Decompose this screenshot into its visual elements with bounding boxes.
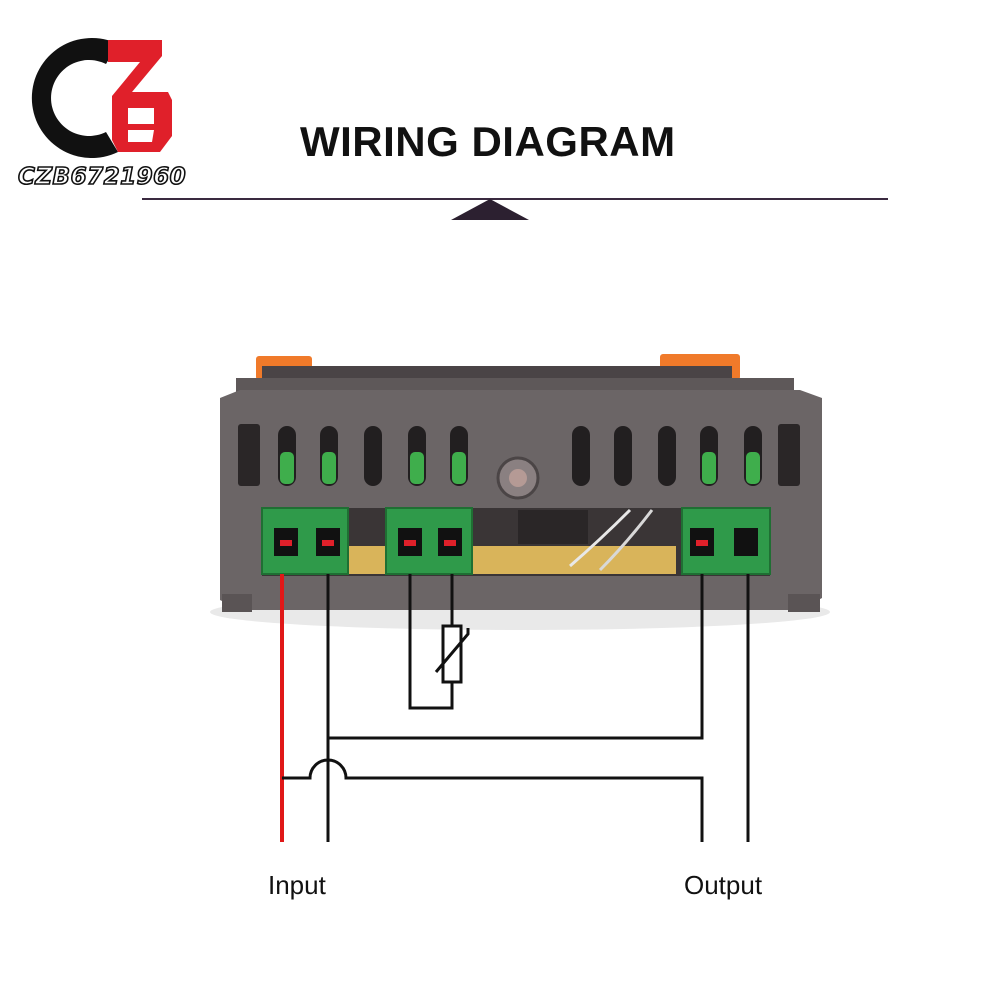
wiring [280, 574, 750, 842]
brand-name: CZB6721960 [17, 163, 187, 191]
live-to-output-wire [282, 758, 704, 842]
thermostat-device [210, 354, 830, 630]
terminal-block-sensor [385, 507, 473, 575]
thermistor-slash [434, 628, 470, 673]
vent-slots [278, 426, 762, 486]
terminal-block-power [261, 507, 349, 575]
neutral-bridge [328, 574, 704, 740]
divider-pointer [451, 199, 529, 220]
device-housing [220, 390, 822, 610]
input-label: Input [268, 870, 326, 900]
output-label: Output [684, 870, 763, 900]
sensor-wire-a [408, 574, 454, 710]
terminal-block-output [681, 507, 771, 575]
page-title: WIRING DIAGRAM [300, 118, 676, 165]
brand-logo [31, 38, 172, 158]
